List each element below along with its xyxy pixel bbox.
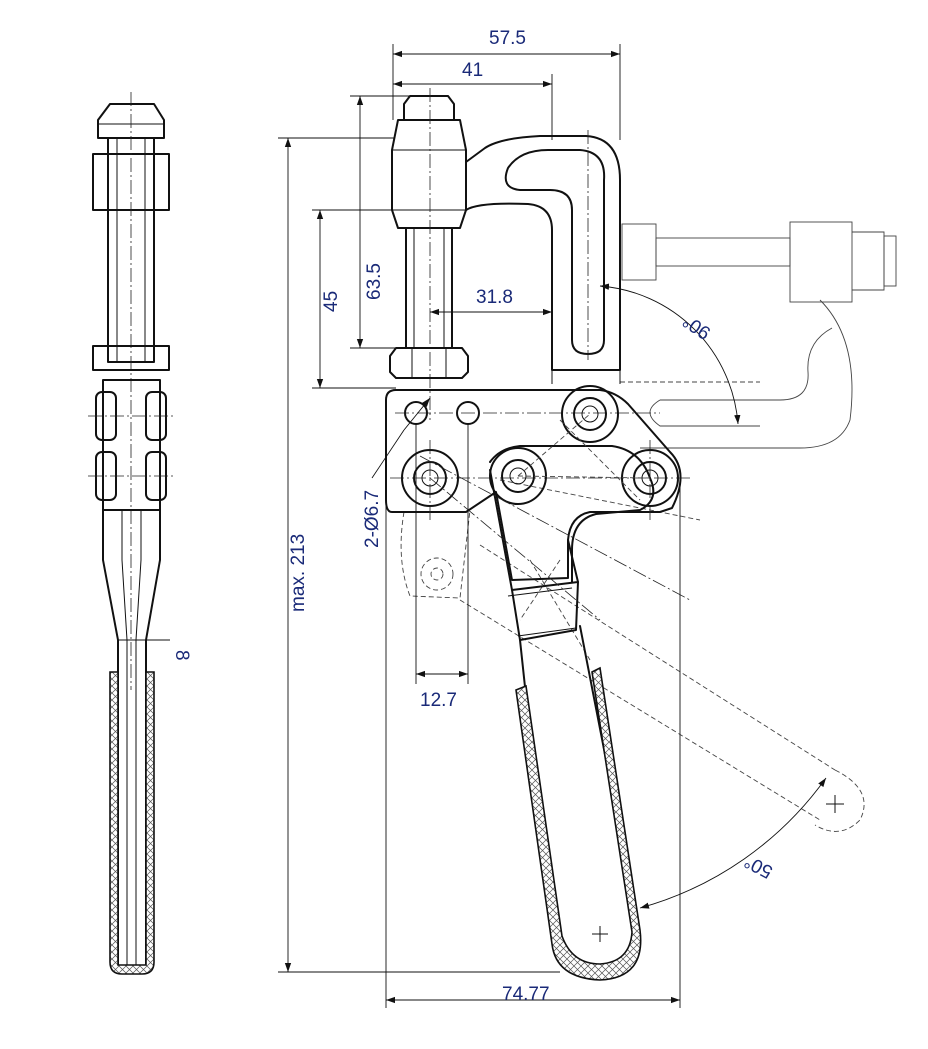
angle-arm-open: 90° bbox=[679, 310, 715, 343]
dim-pin-offset: 31.8 bbox=[476, 287, 513, 308]
dim-overall-width-top: 57.5 bbox=[489, 28, 526, 49]
dim-mounting-holes: 2-Ø6.7 bbox=[362, 490, 383, 548]
ghost-open-position bbox=[400, 221, 897, 832]
angle-handle-open: 50° bbox=[741, 850, 776, 882]
dim-side-thickness: 8 bbox=[171, 650, 192, 661]
dim-clamp-height: 45 bbox=[321, 291, 342, 312]
dimensions: 57.5 41 63.5 45 31.8 max. 213 2-Ø6.7 12.… bbox=[278, 28, 827, 1008]
front-view bbox=[385, 88, 691, 981]
dim-bolt-offset: 41 bbox=[462, 60, 483, 81]
dim-max-height: max. 213 bbox=[288, 534, 309, 612]
dim-overall-width-bottom: 74.77 bbox=[502, 984, 550, 1005]
side-view: 8 bbox=[88, 92, 192, 975]
dim-spindle-height: 63.5 bbox=[364, 263, 385, 300]
dim-hole-spacing: 12.7 bbox=[420, 690, 457, 711]
